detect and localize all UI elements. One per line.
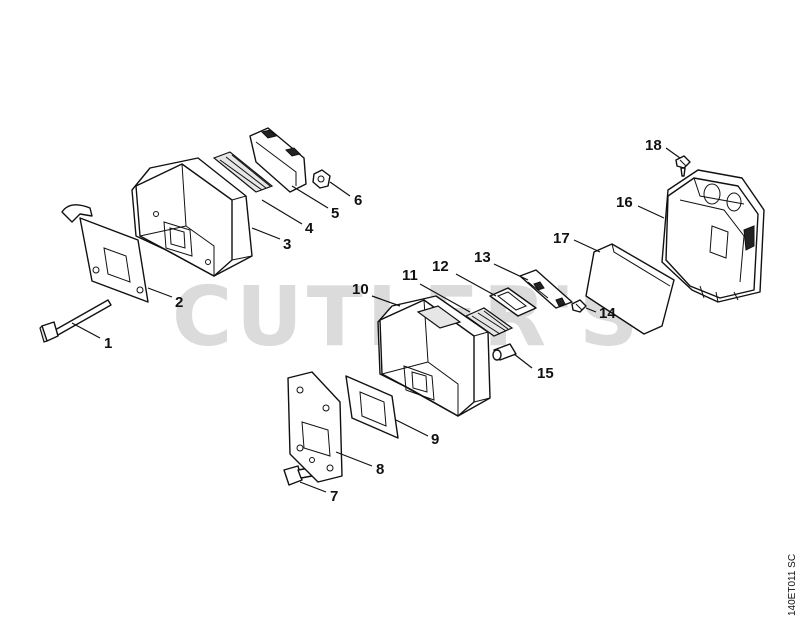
part-17-gasket-sheet[interactable] [585, 243, 675, 335]
callout-9: 9 [431, 431, 439, 448]
reference-code: 140ET011 SC [787, 554, 798, 616]
callout-8: 8 [376, 461, 384, 478]
callout-18: 18 [645, 137, 662, 154]
callout-16: 16 [616, 194, 633, 211]
callout-2: 2 [175, 294, 183, 311]
part-18-screw[interactable] [675, 155, 691, 177]
part-6-nut[interactable] [312, 169, 331, 189]
part-4-spark-screen[interactable] [212, 151, 274, 193]
part-5-deflector[interactable] [249, 127, 307, 193]
part-15-sleeve[interactable] [492, 343, 517, 361]
callout-1: 1 [104, 335, 112, 352]
part-8-flange-plate[interactable] [287, 371, 343, 483]
part-12-gasket-frame[interactable] [489, 287, 537, 317]
callout-3: 3 [283, 236, 291, 253]
part-14-screw[interactable] [571, 299, 587, 313]
callout-7: 7 [330, 488, 338, 505]
callout-12: 12 [432, 258, 449, 275]
part-10-muffler-body[interactable] [377, 295, 491, 417]
callout-17: 17 [553, 230, 570, 247]
part-9-gasket[interactable] [345, 375, 399, 439]
callout-14: 14 [599, 305, 616, 322]
callout-4: 4 [305, 220, 314, 237]
part-2-shield-plate[interactable] [61, 204, 149, 303]
part-16-housing[interactable] [661, 169, 765, 303]
callout-5: 5 [331, 205, 339, 222]
part-3-muffler-body[interactable] [131, 157, 253, 277]
callout-11: 11 [402, 267, 418, 284]
part-11-spark-screen[interactable] [464, 307, 514, 337]
callout-10: 10 [352, 281, 369, 298]
leader-lines [71, 147, 681, 493]
part-1-bolt[interactable] [39, 299, 112, 343]
callout-13: 13 [474, 249, 491, 266]
callout-6: 6 [354, 192, 362, 209]
part-13-cover-plate[interactable] [519, 269, 573, 309]
callout-15: 15 [537, 365, 554, 382]
